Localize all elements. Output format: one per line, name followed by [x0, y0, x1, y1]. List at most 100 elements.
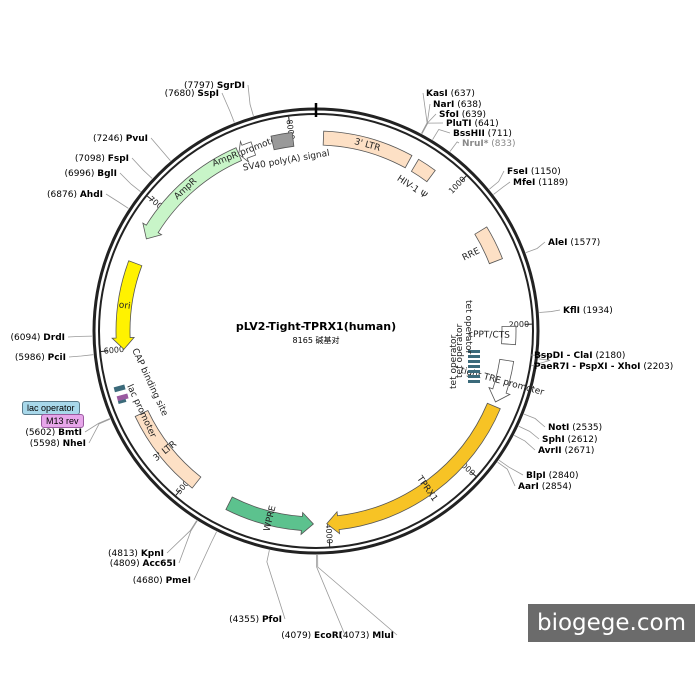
site-label: (5602) BmtI [25, 428, 82, 438]
feature-label-rre: RRE [461, 246, 482, 263]
feature-3-ltr [134, 409, 202, 489]
site-label: (7797) SgrDI [184, 81, 245, 91]
site-leader [316, 554, 346, 636]
site-label: NotI (2535) [548, 423, 602, 433]
site-leader [514, 434, 536, 451]
tick-label: 4000 [324, 523, 334, 544]
plasmid-title: pLV2-Tight-TPRX1(human) [236, 320, 396, 333]
feature-3-ltr [322, 130, 413, 169]
tick-mark [100, 350, 108, 353]
site-position: (833) [488, 139, 515, 149]
tick-label: 2000 [509, 320, 530, 330]
site-position: (2203) [640, 362, 673, 372]
site-label: BlpI (2840) [526, 471, 579, 481]
site-leader [247, 84, 254, 117]
site-leader [421, 122, 444, 134]
site-name: AarI [518, 482, 539, 492]
site-name: PaeR7I - PspXI - XhoI [534, 362, 640, 372]
site-leader [525, 241, 546, 254]
site-label: SphI (2612) [542, 435, 597, 445]
site-position: (2535) [569, 423, 602, 433]
site-position: (4079) [281, 631, 314, 641]
site-position: (5598) [30, 439, 63, 449]
site-label: (4680) PmeI [133, 576, 191, 586]
site-name: KflI [563, 306, 580, 316]
site-label: KflI (1934) [563, 306, 613, 316]
site-name: AleI [548, 238, 568, 248]
site-name: PmeI [166, 576, 191, 586]
site-label: FseI (1150) [507, 167, 561, 177]
site-position: (7680) [165, 89, 198, 99]
site-name: BssHII [453, 129, 485, 139]
tick-mark [288, 116, 291, 124]
site-label: NruI* (833) [462, 139, 516, 149]
site-leader [539, 309, 561, 313]
watermark: biogege.com [528, 604, 695, 642]
site-leader [523, 413, 546, 428]
site-leader [221, 92, 235, 123]
site-position: (639) [459, 110, 486, 120]
site-name: Acc65I [142, 559, 176, 569]
site-position: (4809) [110, 559, 143, 569]
site-leader [119, 172, 141, 192]
feature-wpre [225, 496, 314, 536]
feature-ori [111, 260, 143, 350]
site-leader [421, 103, 431, 134]
site-label: AvrII (2671) [538, 446, 594, 456]
site-leader [518, 425, 540, 440]
site-name: SfoI [439, 110, 459, 120]
site-leader [530, 358, 551, 367]
site-layer: KasI (637)NarI (638)SfoI (639)PluTI (641… [11, 81, 674, 641]
lac-marks [113, 384, 129, 404]
site-name: FspI [108, 154, 129, 164]
tet-operator-label-2: tet operator [455, 324, 465, 378]
site-leader [88, 418, 111, 444]
site-leader [498, 459, 524, 476]
site-label: (6094) DrdI [11, 333, 66, 343]
tet-operator-label-1: tet operator [449, 335, 459, 389]
site-name: KpnI [141, 549, 164, 559]
site-leader [67, 335, 93, 338]
site-name: BspDI - ClaI [534, 351, 593, 361]
site-label: (5986) PciI [15, 353, 66, 363]
site-position: (4813) [108, 549, 141, 559]
site-name: NotI [548, 423, 569, 433]
site-leader [150, 137, 171, 161]
site-name: BmtI [58, 428, 82, 438]
site-leader [432, 128, 451, 140]
site-label: (4079) EcoRI [281, 631, 342, 641]
site-position: (4680) [133, 576, 166, 586]
feature-sv40-poly-a-signal [270, 131, 295, 151]
m13-rev-badge: M13 rev [41, 414, 84, 428]
site-leader [105, 193, 129, 209]
feature-ampr [142, 147, 243, 240]
tick-label: 8000 [285, 119, 297, 140]
site-name: BlpI [526, 471, 546, 481]
site-position: (7098) [75, 154, 108, 164]
site-position: (4355) [229, 615, 262, 625]
tick-mark [146, 195, 154, 201]
site-name: AhdI [80, 190, 103, 200]
site-label: NarI (638) [433, 100, 481, 110]
site-position: (6876) [47, 190, 80, 200]
site-position: (637) [448, 89, 475, 99]
site-label: (4809) Acc65I [110, 559, 176, 569]
site-leader [131, 157, 153, 179]
site-label: PaeR7I - PspXI - XhoI (2203) [534, 362, 673, 372]
site-name: KasI [426, 89, 448, 99]
site-leader [84, 418, 110, 433]
site-position: (5986) [15, 353, 48, 363]
site-position: (2854) [539, 482, 572, 492]
tet-operator-marks [468, 350, 480, 383]
feature-label-cppt-cts: cPPT/CTS [468, 330, 510, 341]
site-name: PciI [48, 353, 66, 363]
site-name: BglI [97, 169, 117, 179]
site-name: NruI* [462, 139, 489, 149]
site-name: PfoI [262, 615, 282, 625]
site-position: (6996) [64, 169, 97, 179]
site-name: PluTI [446, 119, 472, 129]
site-label: (4073) MluI [339, 631, 394, 641]
site-name: SphI [542, 435, 565, 445]
